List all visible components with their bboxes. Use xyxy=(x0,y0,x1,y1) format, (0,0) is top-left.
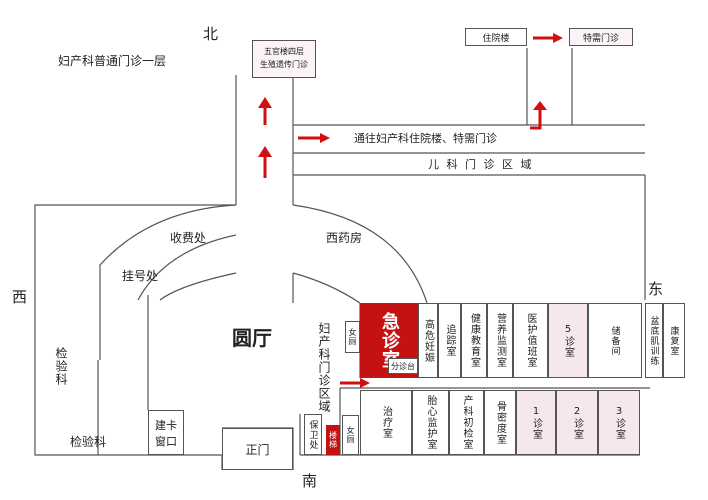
page-title: 妇产科普通门诊一层 xyxy=(58,54,167,68)
north-label: 北 xyxy=(203,25,219,43)
box-special-clinic: 特需门诊 xyxy=(569,28,633,46)
bottom-room-7: 3诊室 xyxy=(598,390,640,455)
bottom-room-6: 2诊室 xyxy=(556,390,598,455)
top-room-8: 5诊室 xyxy=(548,303,588,378)
top-room-4: 追踪室 xyxy=(438,303,461,378)
top-room-7: 医护值班室 xyxy=(513,303,548,378)
main-gate-box[interactable]: 正门 xyxy=(222,428,293,470)
top-room-11: 康复室 xyxy=(663,303,685,378)
west-label: 西 xyxy=(12,288,28,306)
registration-label: 挂号处 xyxy=(122,269,159,283)
top-room-6: 营养监测室 xyxy=(487,303,513,378)
box-inpatient: 住院楼 xyxy=(465,28,527,46)
top-room-10: 盆底肌训练 xyxy=(645,303,663,378)
top-room-0: 女厕 xyxy=(345,321,360,353)
top-room-5: 健康教育室 xyxy=(461,303,487,378)
bottom-room-2: 胎心监护室 xyxy=(412,390,449,455)
card-window-box: 建卡窗口 xyxy=(148,410,184,455)
box-5f-genetics: 五官楼四层 生殖遗传门诊 xyxy=(252,40,316,78)
top-room-9: 储备间 xyxy=(588,303,642,378)
east-label: 东 xyxy=(648,280,664,298)
top-room-3: 高危妊娠 xyxy=(418,303,438,378)
bottom-room-4: 骨密度室 xyxy=(484,390,516,455)
pediatric-area-label: 儿 科 门 诊 区 域 xyxy=(428,158,534,171)
bottom-room-5: 1诊室 xyxy=(516,390,556,455)
lobby-label: 圆厅 xyxy=(232,326,272,350)
obgyn-area-label: 妇产科门诊区域 xyxy=(317,322,331,413)
south-label: 南 xyxy=(302,472,318,490)
bottom-room-1: 治疗室 xyxy=(360,390,412,455)
bottom-room-0: 女厕 xyxy=(342,415,359,455)
top-room-2: 分诊台 xyxy=(388,358,418,374)
security-box: 保卫处 xyxy=(304,414,322,455)
lab-label: 检验科 xyxy=(70,435,107,449)
stairs-box: 楼梯 xyxy=(326,425,340,455)
cashier-label: 收费处 xyxy=(170,231,207,245)
bottom-room-3: 产科初检室 xyxy=(449,390,484,455)
pharmacy-label: 西药房 xyxy=(326,231,363,245)
lab-vertical-label: 检验科 xyxy=(54,347,68,386)
road-to-inpatient-label: 通往妇产科住院楼、特需门诊 xyxy=(354,132,497,145)
